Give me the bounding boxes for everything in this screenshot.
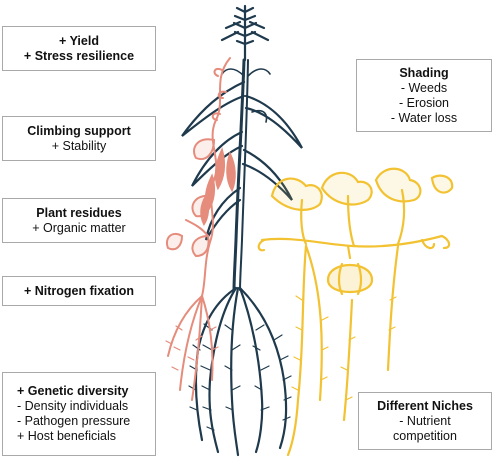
climbing-heading: Climbing support: [27, 123, 131, 138]
bean-icon: [165, 57, 236, 401]
climbing-support-box: Climbing support + Stability: [2, 116, 156, 161]
shading-line-1: - Weeds: [400, 80, 448, 95]
three-sisters-illustration: [165, 4, 454, 457]
residues-line-1: + Organic matter: [32, 220, 126, 235]
squash-icon: [257, 167, 454, 457]
genetic-line-1: - Density individuals: [17, 399, 129, 413]
climbing-line-1: + Stability: [51, 138, 107, 153]
nitrogen-fixation-box: + Nitrogen fixation: [2, 276, 156, 306]
shading-line-2: - Erosion: [398, 95, 450, 110]
genetic-heading: + Genetic diversity: [17, 384, 129, 398]
plant-residues-box: Plant residues + Organic matter: [2, 198, 156, 243]
shading-line-3: - Water loss: [390, 110, 458, 125]
shading-heading: Shading: [399, 65, 449, 80]
shading-box: Shading - Weeds - Erosion - Water loss: [356, 59, 492, 132]
nitrogen-heading: + Nitrogen fixation: [23, 283, 135, 298]
niches-line-2: competition: [393, 428, 457, 443]
genetic-diversity-box: + Genetic diversity - Density individual…: [2, 372, 156, 456]
maize-icon: [181, 4, 303, 457]
yield-heading: + Yield: [59, 33, 99, 48]
genetic-line-2: - Pathogen pressure: [17, 414, 131, 428]
niches-line-1: - Nutrient: [399, 413, 451, 428]
residues-heading: Plant residues: [36, 205, 122, 220]
genetic-line-3: + Host beneficials: [17, 429, 117, 443]
yield-line-1: + Stress resilience: [23, 48, 135, 63]
different-niches-box: Different Niches - Nutrient competition: [358, 392, 492, 450]
yield-box: + Yield + Stress resilience: [2, 26, 156, 71]
niches-heading: Different Niches: [377, 398, 473, 413]
